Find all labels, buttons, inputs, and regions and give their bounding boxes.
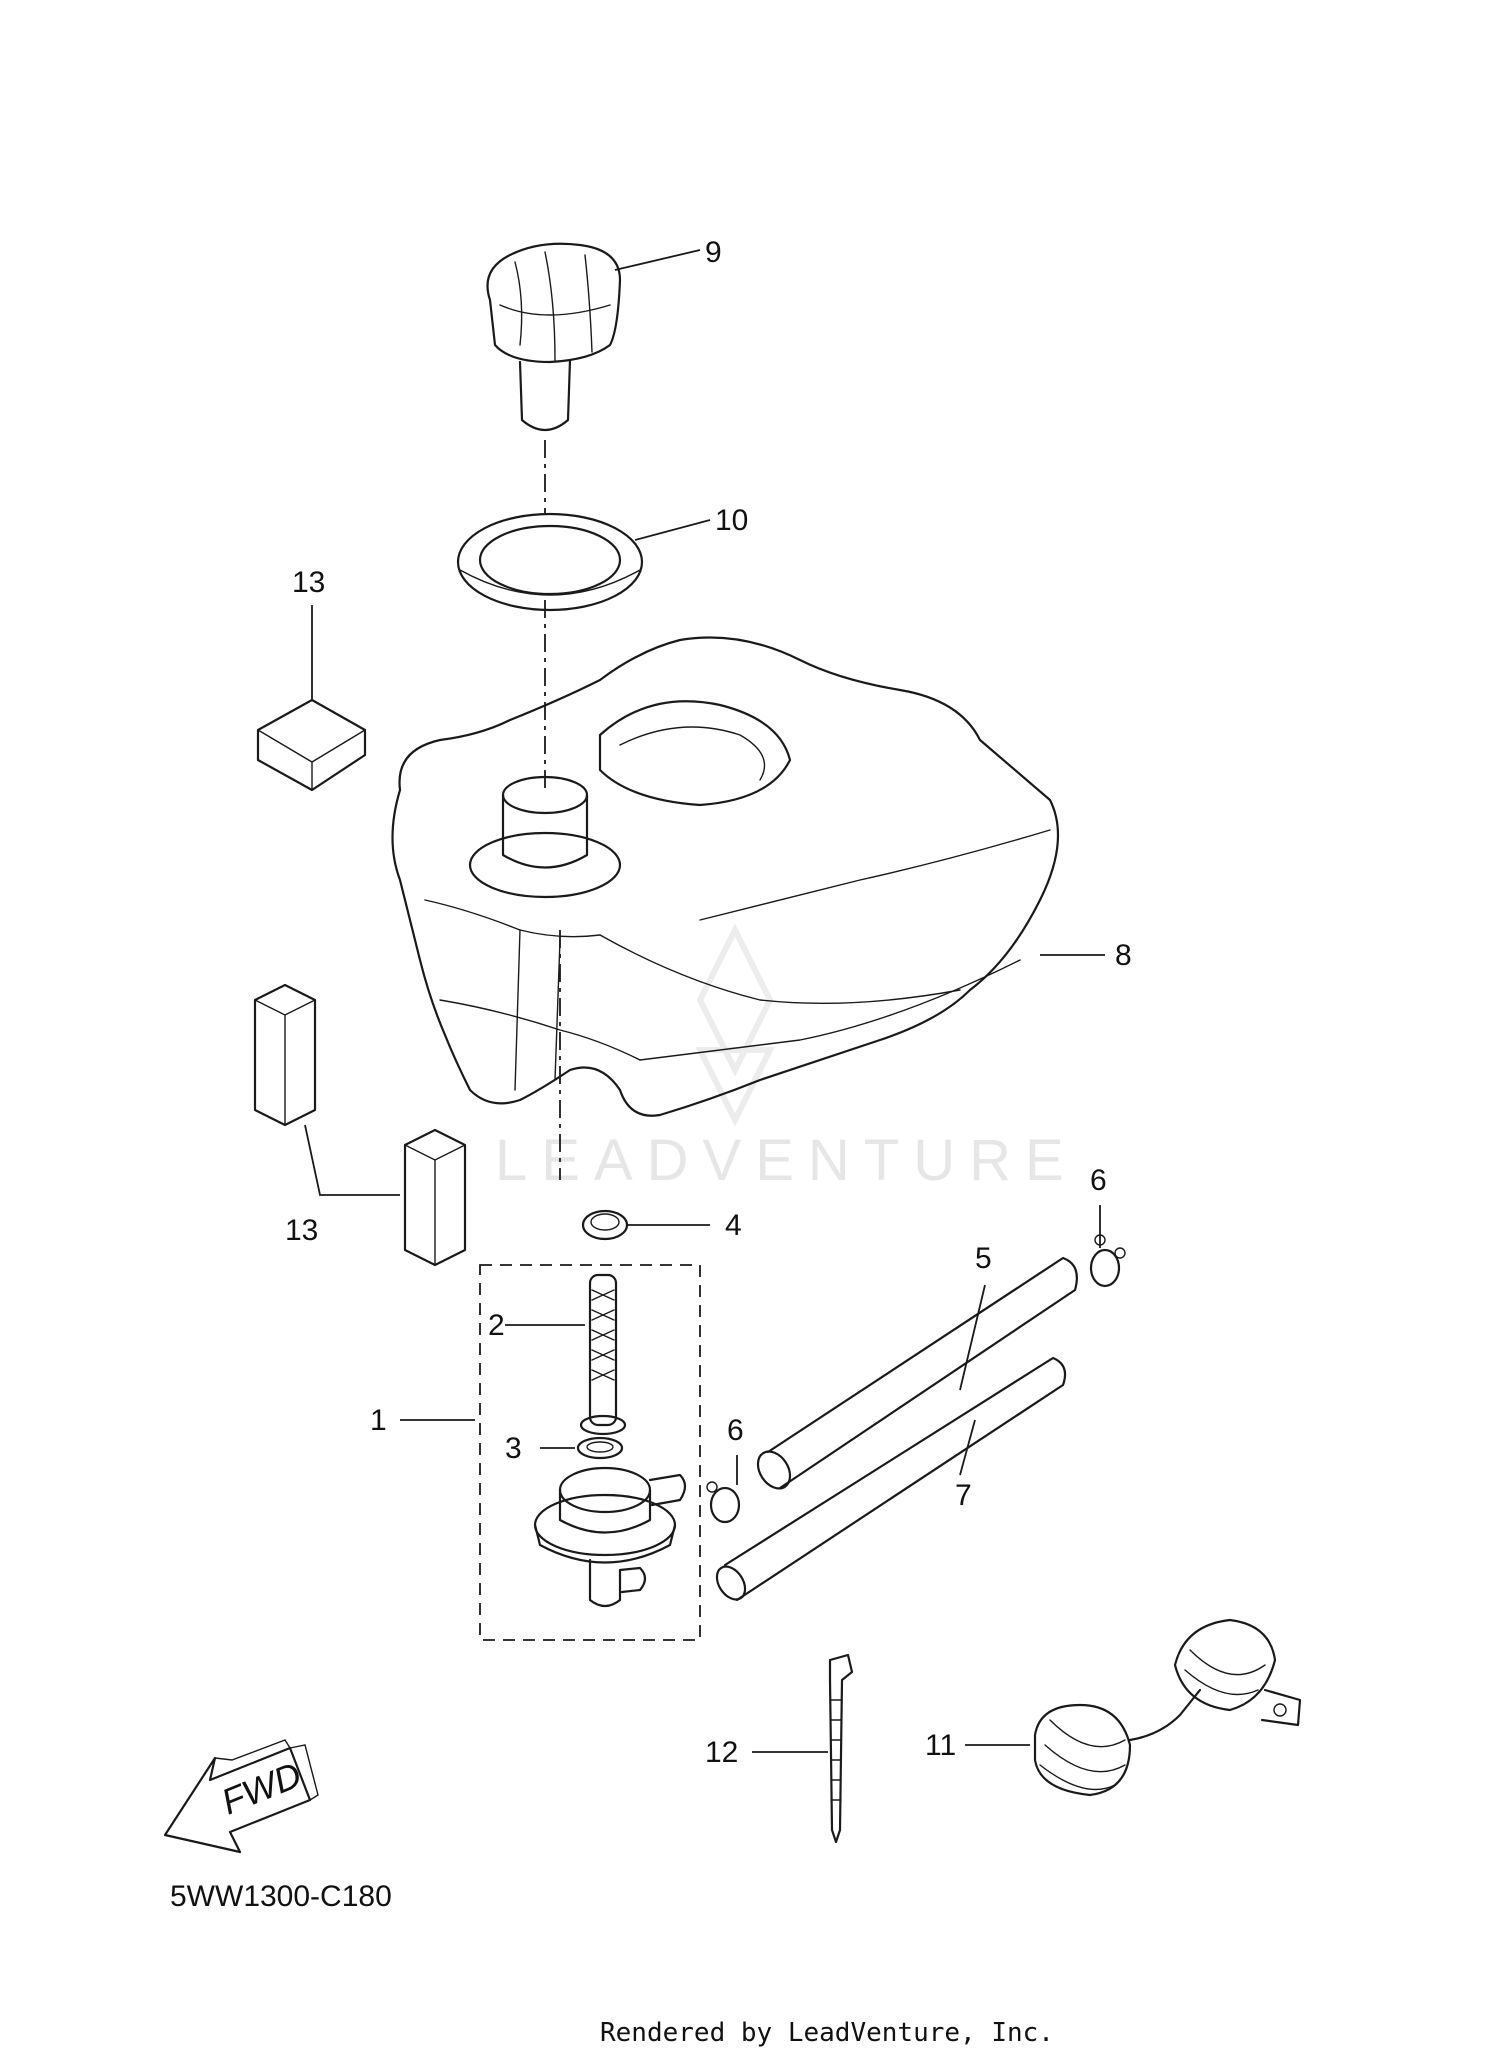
callout-3: 3 (505, 1432, 522, 1465)
watermark-text: LEADVENTURE (495, 1128, 1078, 1193)
cable-tie-part[interactable] (828, 1653, 854, 1844)
fwd-label: FWD (216, 1754, 307, 1823)
diagram-code: 5WW1300-C180 (170, 1880, 392, 1913)
callout-9: 9 (705, 236, 722, 269)
damper-part-right[interactable] (403, 1128, 467, 1267)
damper-part-top[interactable] (256, 698, 367, 792)
fuel-tank-part[interactable] (391, 636, 1060, 1117)
hose-clamp-part-right[interactable] (1089, 1247, 1126, 1288)
o-ring-part[interactable] (576, 1436, 624, 1460)
callout-6-left: 6 (727, 1414, 744, 1447)
callout-10: 10 (715, 504, 748, 537)
clip-part[interactable] (581, 1209, 629, 1241)
callout-7: 7 (955, 1479, 972, 1512)
callout-13-top: 13 (292, 566, 325, 599)
hose-clamp-part-left[interactable] (706, 1481, 741, 1524)
damper-part-left[interactable] (253, 983, 317, 1127)
callout-13-bottom: 13 (285, 1214, 318, 1247)
hose-holder-part[interactable] (1033, 1618, 1302, 1797)
callout-5: 5 (975, 1242, 992, 1275)
callout-11: 11 (925, 1729, 956, 1762)
callout-4: 4 (725, 1209, 742, 1242)
fuel-hose-part[interactable] (751, 1256, 1078, 1494)
callout-12: 12 (705, 1736, 738, 1769)
callout-1: 1 (370, 1404, 387, 1437)
fuel-cock-assembly-box (479, 1264, 701, 1641)
fuel-cock-part[interactable] (533, 1466, 687, 1608)
cap-gasket-part[interactable] (456, 512, 644, 612)
callout-2: 2 (488, 1309, 505, 1342)
breather-hose-part[interactable] (711, 1356, 1067, 1605)
fuel-cap-part[interactable] (486, 242, 622, 432)
callout-6-right: 6 (1090, 1164, 1107, 1197)
footer-credit: Rendered by LeadVenture, Inc. (600, 2018, 1054, 2048)
watermark-logo (695, 923, 775, 1127)
strainer-part[interactable] (579, 1273, 627, 1436)
callout-8: 8 (1115, 939, 1132, 972)
forward-direction-arrow: FWD (163, 1739, 319, 1854)
